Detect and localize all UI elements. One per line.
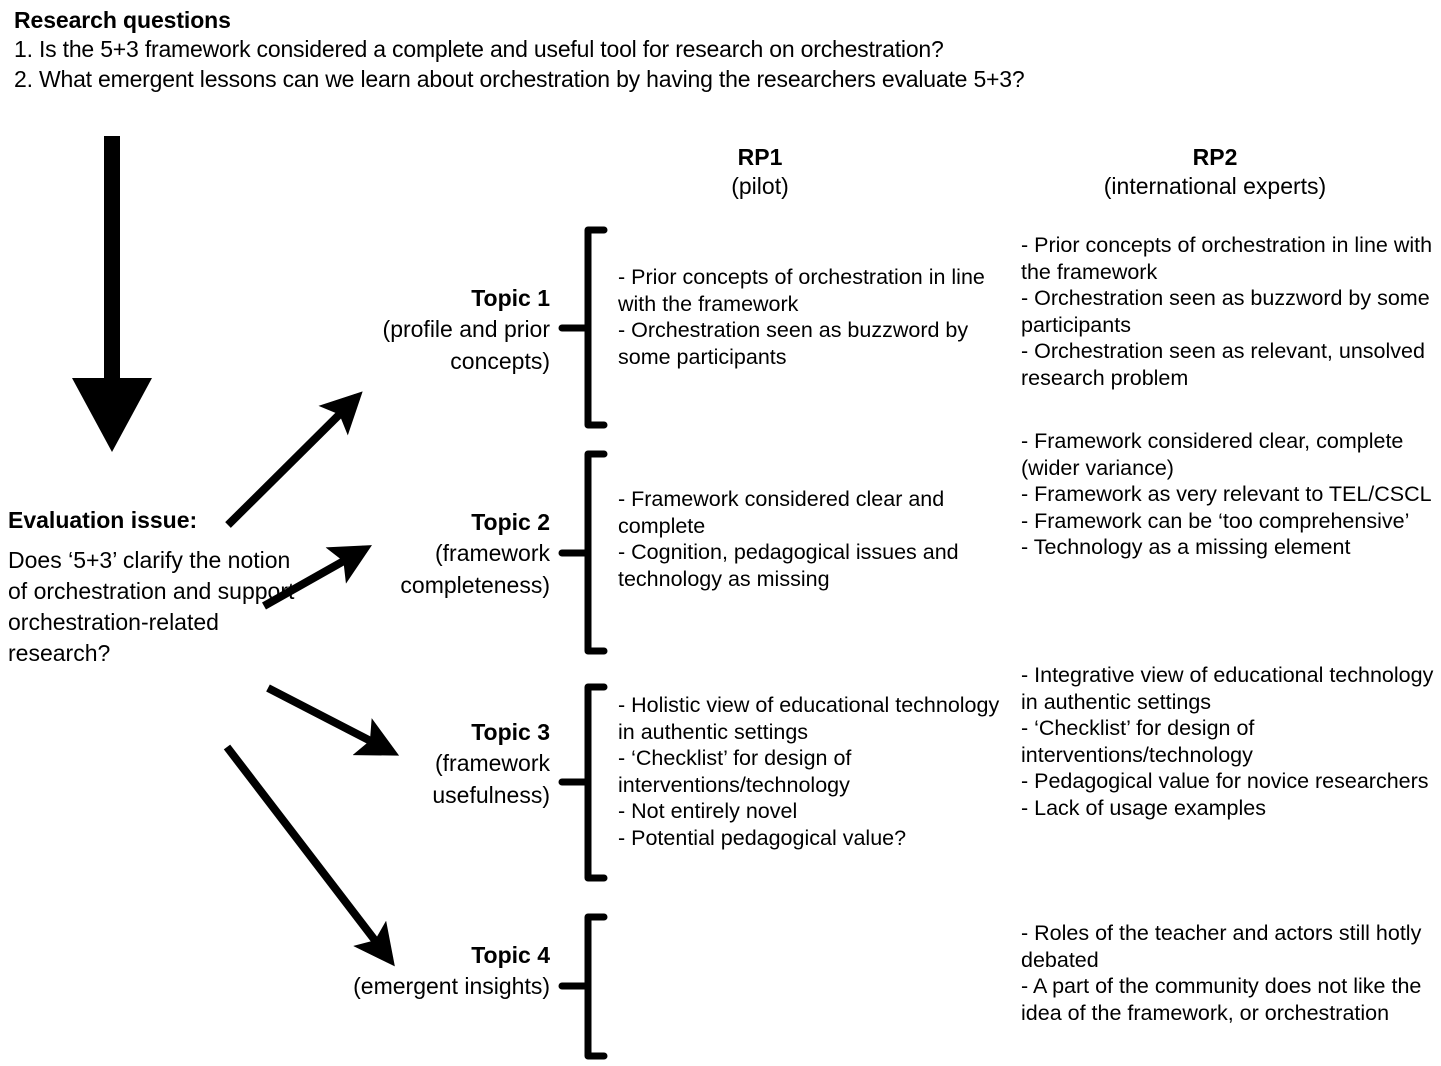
bullet: - Orchestration seen as relevant, unsolv… [1021,339,1425,390]
topic-3-subtitle: (framework usefulness) [432,750,550,808]
bullet: - Not entirely novel [618,799,798,823]
topic-2-label: Topic 2 (framework completeness) [320,507,550,601]
bullet: - Framework considered clear and complet… [618,487,945,538]
topic-1-subtitle: (profile and prior concepts) [382,316,550,374]
bullet: - Framework as very relevant to TEL/CSCL [1021,482,1432,506]
cell-topic-1-rp1: - Prior concepts of orchestration in lin… [618,264,1008,370]
research-question-1: 1. Is the 5+3 framework considered a com… [14,36,944,62]
topic-1-name: Topic 1 [471,285,550,311]
bullet: - Framework considered clear, complete (… [1021,429,1404,480]
page-title: Research questions [14,7,231,33]
evaluation-issue-label: Evaluation issue: [8,507,198,533]
bullet: - Technology as a missing element [1021,535,1351,559]
bullet: - Lack of usage examples [1021,795,1266,820]
topic-4-subtitle: (emergent insights) [353,973,550,999]
bullet: - Roles of the teacher and actors still … [1021,921,1422,972]
bracket-topic-3-icon [558,683,608,882]
column-header-rp1-name: RP1 [737,144,783,170]
bullet: - Cognition, pedagogical issues and tech… [618,540,959,591]
down-arrow-icon [72,136,152,452]
cell-topic-4-rp2: - Roles of the teacher and actors still … [1021,920,1436,1026]
bullet: - Orchestration seen as buzzword by some… [1021,286,1430,337]
column-header-rp1: RP1 (pilot) [640,143,880,201]
bullet: - Prior concepts of orchestration in lin… [618,265,985,316]
cell-topic-3-rp1: - Holistic view of educational technolog… [618,692,1008,851]
bullet: - A part of the community does not like … [1021,974,1422,1025]
bullet: - ‘Checklist’ for design of intervention… [1021,716,1255,767]
research-question-2: 2. What emergent lessons can we learn ab… [14,66,1025,92]
bracket-topic-2-icon [558,450,608,655]
evaluation-issue-question: Does ‘5+3’ clarify the notion of orchest… [8,547,295,666]
bracket-topic-4-icon [558,913,608,1060]
bullet: - Holistic view of educational technolog… [618,693,1000,744]
cell-topic-3-rp2: - Integrative view of educational techno… [1021,662,1436,821]
topic-3-name: Topic 3 [471,719,550,745]
column-header-rp1-subtitle: (pilot) [731,173,789,199]
column-header-rp2-name: RP2 [1192,144,1238,170]
cell-topic-2-rp1: - Framework considered clear and complet… [618,486,1008,592]
bullet: - Framework can be ‘too comprehensive’ [1021,508,1410,533]
bullet: - Pedagogical value for novice researche… [1021,769,1429,793]
bullet: - ‘Checklist’ for design of intervention… [618,746,852,797]
topic-4-name: Topic 4 [471,942,550,968]
topic-2-name: Topic 2 [471,509,550,535]
topic-3-label: Topic 3 (framework usefulness) [320,717,550,811]
bullet: - Potential pedagogical value? [618,825,907,850]
column-header-rp2-subtitle: (international experts) [1103,173,1327,199]
bullet: - Orchestration seen as buzzword by some… [618,318,969,369]
topic-4-label: Topic 4 (emergent insights) [320,940,550,1002]
bracket-topic-1-icon [558,226,608,429]
bullet: - Integrative view of educational techno… [1021,663,1434,714]
cell-topic-1-rp2: - Prior concepts of orchestration in lin… [1021,232,1436,391]
topic-1-label: Topic 1 (profile and prior concepts) [320,283,550,377]
cell-topic-2-rp2: - Framework considered clear, complete (… [1021,428,1436,561]
research-questions-block: Research questions 1. Is the 5+3 framewo… [14,6,1414,94]
evaluation-issue-block: Evaluation issue: Does ‘5+3’ clarify the… [8,505,298,669]
column-header-rp2: RP2 (international experts) [1000,143,1430,201]
topic-2-subtitle: (framework completeness) [400,540,550,598]
bullet: - Prior concepts of orchestration in lin… [1021,233,1433,284]
